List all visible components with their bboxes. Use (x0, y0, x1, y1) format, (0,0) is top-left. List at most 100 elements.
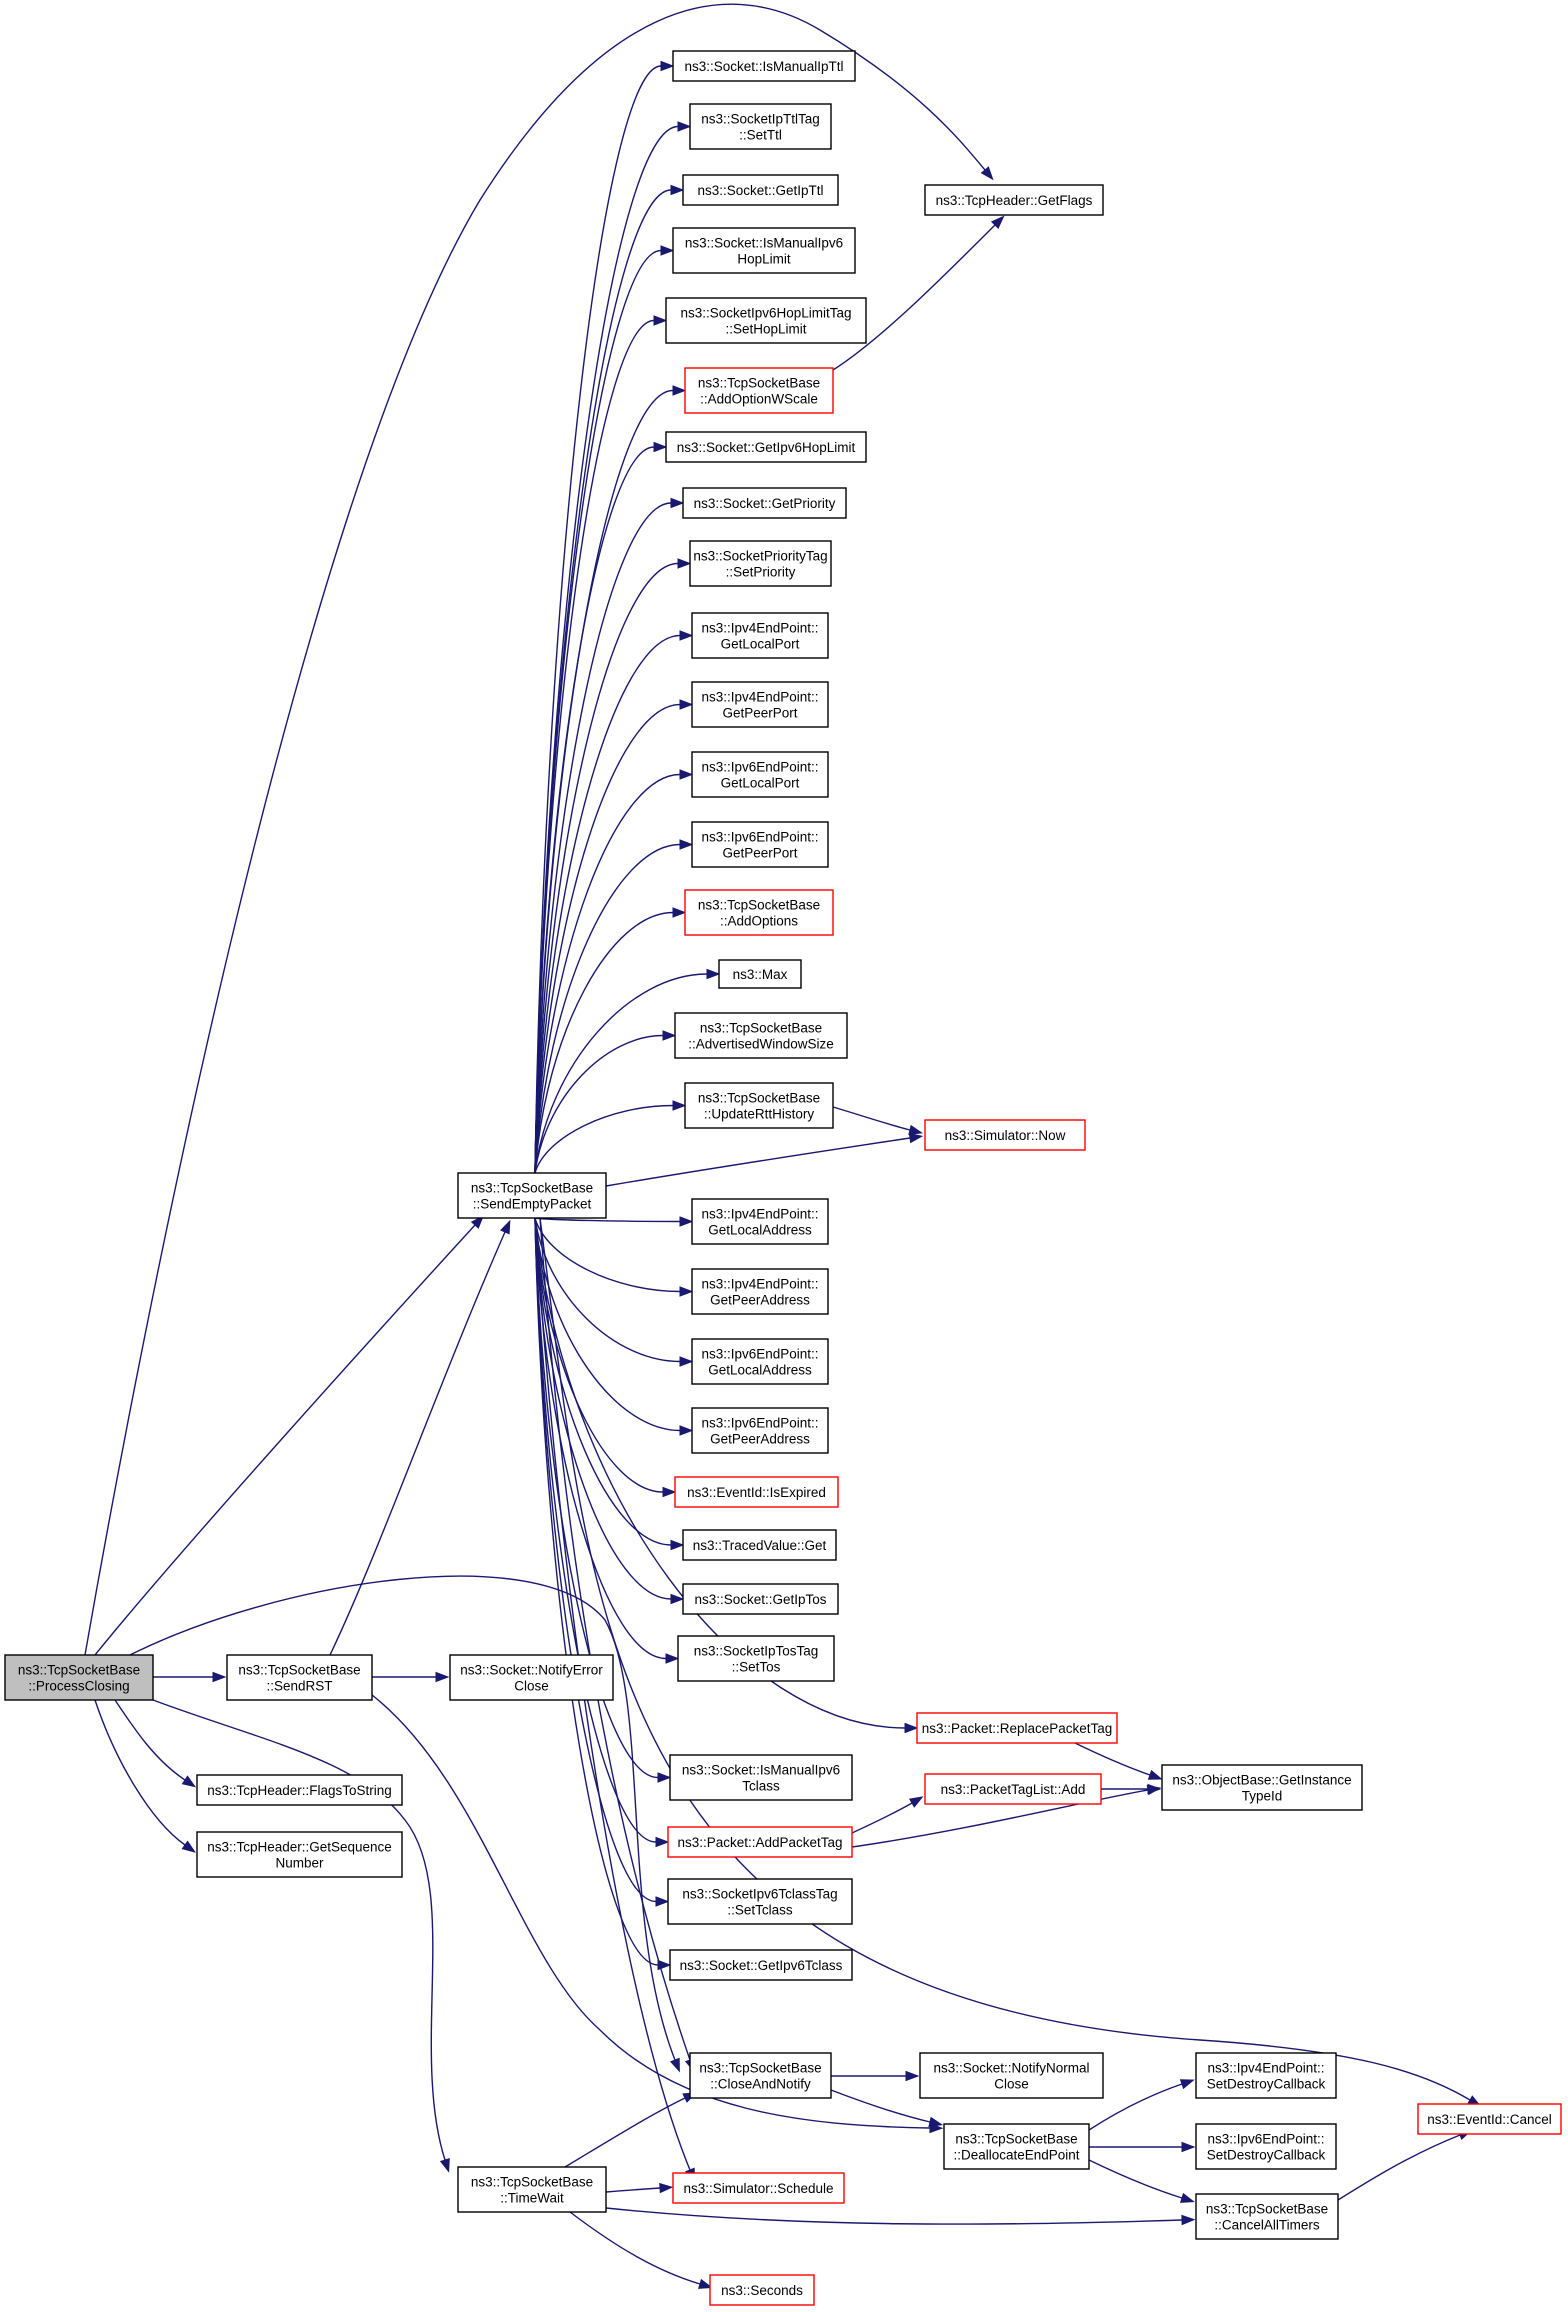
arrowhead-icon (470, 1215, 485, 1229)
node-ipv4-get-local-port[interactable]: ns3::Ipv4EndPoint::GetLocalPort (691, 612, 829, 659)
node-label-line: ns3::TcpSocketBase (471, 2175, 593, 2190)
edge-send-empty-packet-to-replace-packet-tag (534, 1217, 919, 1734)
edge-process-closing-to-flags-to-string (114, 1699, 197, 1788)
node-label-line: ns3::Ipv4EndPoint:: (701, 690, 818, 705)
edge-line (534, 1104, 674, 1174)
node-add-options[interactable]: ns3::TcpSocketBase::AddOptions (684, 889, 834, 936)
node-ipv4-set-destroy-callback[interactable]: ns3::Ipv4EndPoint::SetDestroyCallback (1195, 2052, 1337, 2099)
node-event-cancel[interactable]: ns3::EventId::Cancel (1417, 2103, 1562, 2135)
node-label-line: GetPeerPort (722, 706, 797, 721)
arrowhead-icon (908, 1124, 924, 1135)
edge-process-closing-to-get-flags (84, 3, 994, 1656)
edge-line (534, 1217, 659, 1779)
node-ipv4-get-local-address[interactable]: ns3::Ipv4EndPoint::GetLocalAddress (691, 1198, 829, 1245)
node-simulator-now[interactable]: ns3::Simulator::Now (924, 1119, 1086, 1151)
edge-line (94, 1224, 476, 1656)
node-time-wait[interactable]: ns3::TcpSocketBase::TimeWait (457, 2166, 607, 2213)
edge-line (84, 3, 986, 1656)
node-label-line: ns3::Ipv4EndPoint:: (1207, 2061, 1324, 2076)
node-get-ipv6-tclass[interactable]: ns3::Socket::GetIpv6Tclass (669, 1949, 853, 1981)
node-label-line: ::AddOptionWScale (700, 392, 818, 407)
node-get-priority[interactable]: ns3::Socket::GetPriority (682, 487, 847, 519)
arrowhead-icon (1147, 1783, 1162, 1795)
node-label-line: ns3::SocketIpTtlTag (701, 112, 820, 127)
edge-line (534, 703, 681, 1174)
node-flags-to-string[interactable]: ns3::TcpHeader::FlagsToString (196, 1774, 403, 1806)
node-ipv6-get-local-port[interactable]: ns3::Ipv6EndPoint::GetLocalPort (691, 751, 829, 798)
node-add-option-wscale[interactable]: ns3::TcpSocketBase::AddOptionWScale (684, 367, 834, 414)
arrowhead-icon (670, 1593, 685, 1605)
node-cancel-all-timers[interactable]: ns3::TcpSocketBase::CancelAllTimers (1195, 2193, 1339, 2240)
node-advertised-window-size[interactable]: ns3::TcpSocketBase::AdvertisedWindowSize (674, 1012, 848, 1059)
node-ipv6-get-peer-port[interactable]: ns3::Ipv6EndPoint::GetPeerPort (691, 821, 829, 868)
node-label-line: ns3::Socket::NotifyError (460, 1663, 603, 1678)
node-set-hop-limit[interactable]: ns3::SocketIpv6HopLimitTag::SetHopLimit (665, 297, 867, 344)
node-send-empty-packet[interactable]: ns3::TcpSocketBase::SendEmptyPacket (457, 1172, 607, 1219)
node-box (674, 1476, 839, 1508)
node-set-ttl[interactable]: ns3::SocketIpTtlTag::SetTtl (689, 103, 832, 150)
node-set-tclass[interactable]: ns3::SocketIpv6TclassTag::SetTclass (667, 1878, 853, 1925)
node-get-ip-ttl[interactable]: ns3::Socket::GetIpTtl (682, 174, 839, 206)
arrowhead-icon (908, 1796, 924, 1808)
node-set-priority[interactable]: ns3::SocketPriorityTag::SetPriority (689, 540, 832, 587)
node-label-line: GetPeerPort (722, 846, 797, 861)
node-box (691, 612, 829, 659)
node-get-ip-tos[interactable]: ns3::Socket::GetIpTos (682, 1583, 839, 1615)
edge-line (1074, 1742, 1151, 1776)
edge-line (534, 843, 681, 1174)
edge-line (569, 2211, 701, 2285)
node-label-line: ::DeallocateEndPoint (953, 2148, 1079, 2163)
node-deallocate-end-point[interactable]: ns3::TcpSocketBase::DeallocateEndPoint (943, 2123, 1090, 2170)
edge-send-empty-packet-to-set-tclass (534, 1217, 670, 1907)
node-box (684, 367, 834, 414)
edge-send-empty-packet-to-advertised-window-size (534, 1030, 677, 1174)
node-box (924, 184, 1104, 216)
node-packet-tag-list-add[interactable]: ns3::PacketTagList::Add (924, 1773, 1102, 1805)
node-ipv6-get-peer-address[interactable]: ns3::Ipv6EndPoint::GetPeerAddress (691, 1407, 829, 1454)
node-ipv4-get-peer-port[interactable]: ns3::Ipv4EndPoint::GetPeerPort (691, 681, 829, 728)
node-add-packet-tag[interactable]: ns3::Packet::AddPacketTag (667, 1826, 853, 1858)
node-traced-value-get[interactable]: ns3::TracedValue::Get (682, 1529, 837, 1561)
node-is-manual-ip-ttl[interactable]: ns3::Socket::IsManualIpTtl (672, 50, 856, 82)
node-ipv6-get-local-address[interactable]: ns3::Ipv6EndPoint::GetLocalAddress (691, 1338, 829, 1385)
node-max[interactable]: ns3::Max (718, 959, 802, 989)
node-box (1195, 2052, 1337, 2099)
node-box (196, 1774, 403, 1806)
node-event-is-expired[interactable]: ns3::EventId::IsExpired (674, 1476, 839, 1508)
node-get-ipv6-hop-limit[interactable]: ns3::Socket::GetIpv6HopLimit (665, 431, 867, 463)
node-label-line: ns3::Socket::GetIpTtl (697, 183, 823, 198)
node-label-line: ns3::TcpSocketBase (698, 376, 820, 391)
node-label-line: ns3::Socket::IsManualIpv6 (685, 236, 843, 251)
node-box (1195, 2193, 1339, 2240)
node-set-tos[interactable]: ns3::SocketIpTosTag::SetTos (677, 1635, 835, 1682)
arrowhead-icon (672, 385, 687, 396)
node-replace-packet-tag[interactable]: ns3::Packet::ReplacePacketTag (916, 1712, 1118, 1744)
edge-send-rst-to-send-empty-packet (329, 1219, 511, 1656)
node-seconds[interactable]: ns3::Seconds (709, 2274, 815, 2306)
node-send-rst[interactable]: ns3::TcpSocketBase::SendRST (226, 1654, 373, 1701)
edge-update-rtt-history-to-simulator-now (832, 1106, 924, 1135)
edge-add-packet-tag-to-packet-tag-list-add (851, 1796, 924, 1834)
arrowhead-icon (500, 1219, 511, 1235)
arrowhead-icon (672, 907, 687, 918)
node-ipv6-set-destroy-callback[interactable]: ns3::Ipv6EndPoint::SetDestroyCallback (1195, 2123, 1337, 2170)
node-close-and-notify[interactable]: ns3::TcpSocketBase::CloseAndNotify (689, 2052, 832, 2099)
node-label-line: ns3::Ipv4EndPoint:: (701, 621, 818, 636)
edge-line (605, 1137, 911, 1187)
node-ipv4-get-peer-address[interactable]: ns3::Ipv4EndPoint::GetPeerAddress (691, 1268, 829, 1315)
node-box (684, 889, 834, 936)
node-box (672, 227, 856, 274)
node-simulator-schedule[interactable]: ns3::Simulator::Schedule (672, 2172, 845, 2204)
node-get-flags[interactable]: ns3::TcpHeader::GetFlags (924, 184, 1104, 216)
node-box (665, 297, 867, 344)
node-update-rtt-history[interactable]: ns3::TcpSocketBase::UpdateRttHistory (684, 1082, 834, 1129)
arrowhead-icon (662, 1486, 677, 1498)
node-box (196, 1831, 403, 1878)
node-label-line: ns3::TcpHeader::GetFlags (936, 193, 1093, 208)
